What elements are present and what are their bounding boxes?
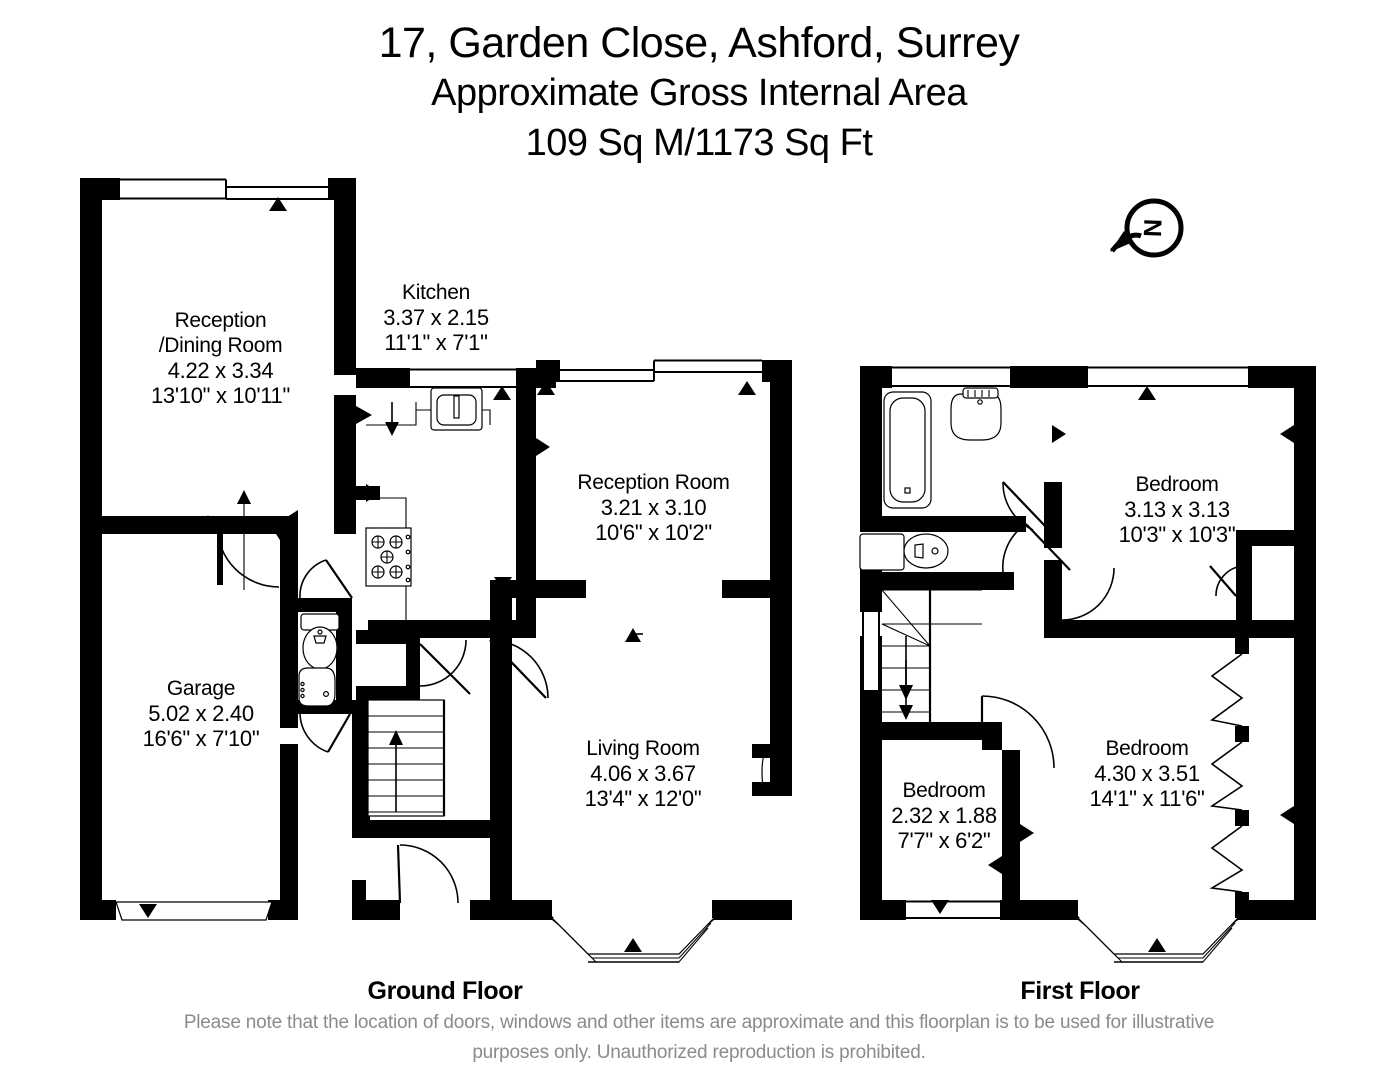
room-label-bedroom-3: Bedroom 2.32 x 1.88 7'7" x 6'2" [853,778,1035,853]
area-subtitle: Approximate Gross Internal Area [431,72,967,114]
svg-text:N: N [1138,218,1167,237]
bathroom-basin-icon [950,387,1002,441]
room-name: Bedroom [902,779,986,802]
room-imperial: 11'1" x 7'1" [384,330,488,355]
room-metric: 3.13 x 3.13 [1124,497,1230,522]
room-label-bedroom-1: Bedroom 3.13 x 3.13 10'3" x 10'3" [1086,472,1268,547]
room-name: Garage [166,677,236,700]
room-imperial: 10'6" x 10'2" [595,520,712,545]
room-name: Reception Room [577,471,730,494]
room-label-bedroom-2: Bedroom 4.30 x 3.51 14'1" x 11'6" [1056,736,1238,811]
room-metric: 2.32 x 1.88 [891,803,997,828]
room-name: Living Room [586,737,700,760]
room-name: Kitchen [402,281,470,304]
room-imperial: 13'4" x 12'0" [584,786,702,811]
staircase-ground [367,699,446,817]
room-name: Reception [174,309,267,332]
page-title: 17, Garden Close, Ashford, Surrey [378,19,1020,67]
room-name-2: /Dining Room [158,334,283,357]
first-floor-caption: First Floor [1020,977,1140,1005]
room-metric: 3.37 x 2.15 [383,305,489,330]
disclaimer-line-1: Please note that the location of doors, … [183,1012,1215,1033]
north-compass-icon: N [1110,198,1184,258]
ground-floor-plan [80,178,792,963]
room-metric: 5.02 x 2.40 [148,701,254,726]
area-value: 109 Sq M/1173 Sq Ft [525,122,873,164]
room-metric: 4.30 x 3.51 [1094,761,1200,786]
bathroom-toilet-icon [859,533,949,571]
room-metric: 3.21 x 3.10 [600,495,707,520]
wc-basin-icon [298,667,336,707]
first-floor-plan [859,366,1316,963]
room-imperial: 14'1" x 11'6" [1089,786,1205,811]
room-name: Bedroom [1105,737,1189,760]
kitchen-hob-icon [365,527,412,587]
room-label-reception-room: Reception Room 3.21 x 3.10 10'6" x 10'2" [551,470,756,545]
ground-floor-caption: Ground Floor [367,977,523,1005]
room-imperial: 10'3" x 10'3" [1118,522,1236,547]
room-label-kitchen: Kitchen 3.37 x 2.15 11'1" x 7'1" [345,280,527,355]
room-imperial: 16'6" x 7'10" [142,726,260,751]
room-metric: 4.06 x 3.67 [590,761,696,786]
room-metric: 4.22 x 3.34 [167,358,274,383]
room-label-reception-dining: Reception /Dining Room 4.22 x 3.34 13'10… [118,308,323,408]
living-room-bay-window [551,917,715,963]
wc-toilet-icon [300,613,340,670]
disclaimer: Please note that the location of doors, … [0,1008,1398,1068]
room-label-garage: Garage 5.02 x 2.40 16'6" x 7'10" [110,676,292,751]
title-block: 17, Garden Close, Ashford, Surrey Approx… [0,18,1398,168]
room-imperial: 7'7" x 6'2" [897,828,991,853]
staircase-first [881,589,982,722]
bathroom-bathtub-icon [883,391,932,509]
room-label-living-room: Living Room 4.06 x 3.67 13'4" x 12'0" [552,736,734,811]
kitchen-sink-icon [430,387,483,431]
room-imperial: 13'10" x 10'11" [151,383,290,408]
bedroom2-bay-window [1077,917,1239,963]
disclaimer-line-2: purposes only. Unauthorized reproduction… [472,1042,926,1063]
room-name: Bedroom [1135,473,1219,496]
